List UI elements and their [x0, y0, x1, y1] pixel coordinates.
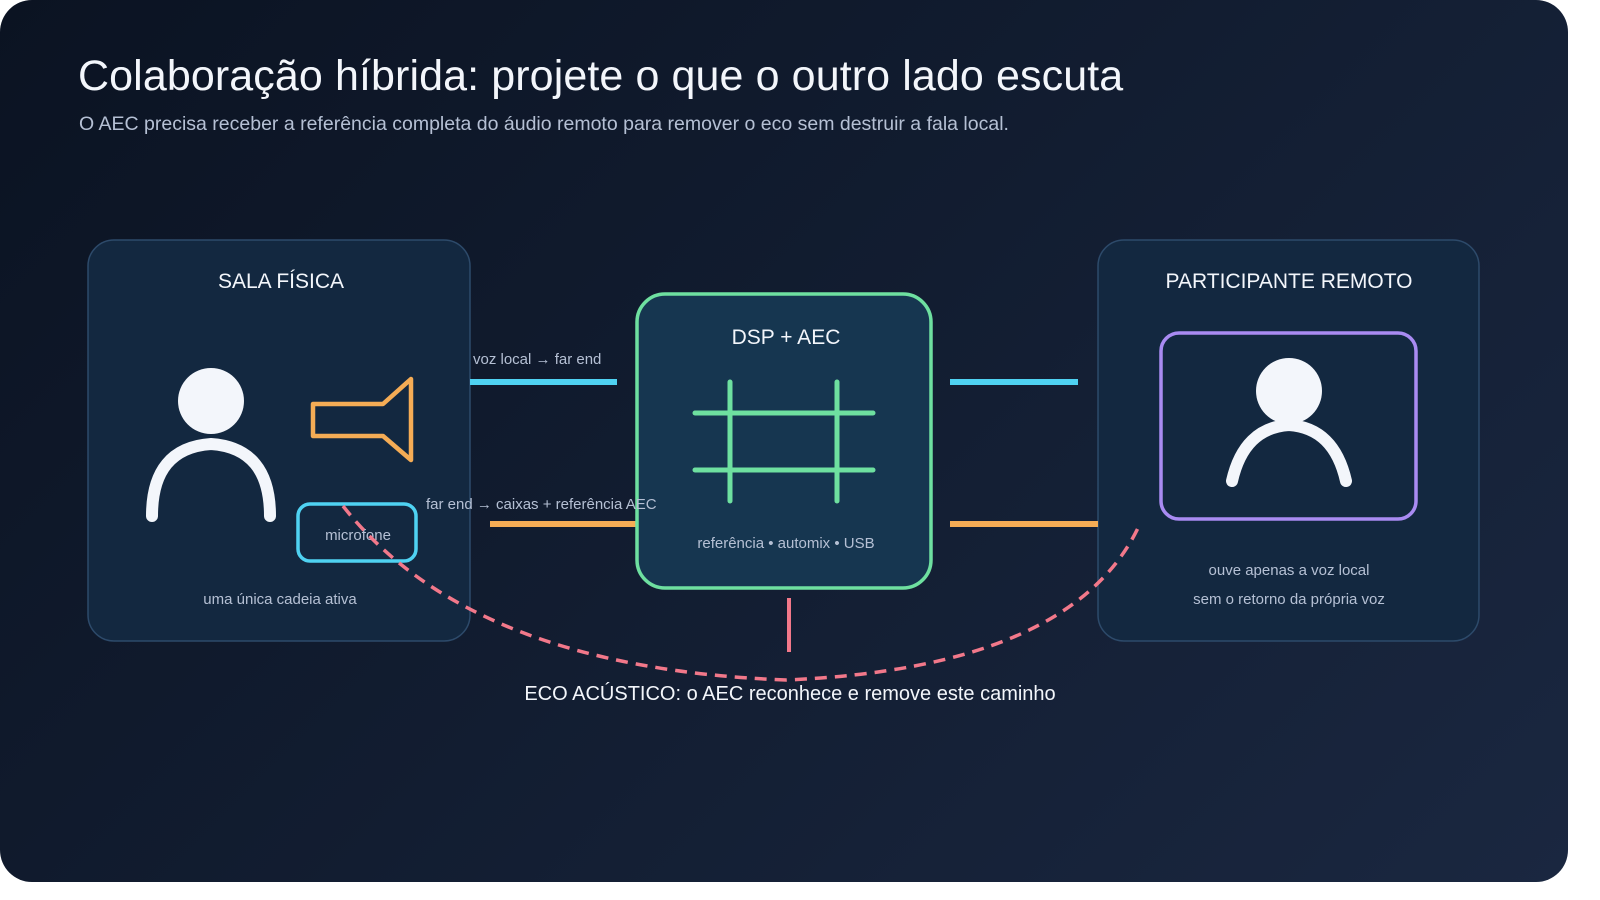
remote-caption-line1: ouve apenas a voz local — [1209, 562, 1370, 579]
person-icon — [146, 368, 276, 522]
remote-caption-line2: sem o retorno da própria voz — [1193, 591, 1385, 608]
microphone-box — [296, 502, 418, 563]
diagram-canvas: Colaboração híbrida: projete o que o out… — [0, 0, 1568, 882]
dsp-aec-box: DSP + AEC referência • automix • USB — [635, 292, 933, 590]
audio-flow-diagram: SALA FÍSICA microfone uma única cadeia a… — [87, 239, 1480, 705]
local-to-far-label: voz local → far end — [473, 351, 601, 368]
dsp-caption: referência • automix • USB — [697, 535, 874, 552]
room-caption: uma única cadeia ativa — [203, 591, 357, 608]
dsp-title: DSP + AEC — [732, 326, 841, 349]
echo-path — [341, 504, 1140, 682]
remote-title: PARTICIPANTE REMOTO — [1166, 270, 1413, 293]
page-subtitle: O AEC precisa receber a referência compl… — [79, 113, 1009, 135]
echo-label: ECO ACÚSTICO: o AEC reconhece e remove e… — [524, 682, 1055, 705]
speaker-icon — [310, 376, 414, 463]
physical-room-panel: SALA FÍSICA microfone uma única cadeia a… — [87, 239, 471, 642]
dsp-grid-icon — [692, 379, 876, 504]
remote-participant-panel: PARTICIPANTE REMOTO ouve apenas a voz lo… — [1097, 239, 1480, 642]
page-title: Colaboração híbrida: projete o que o out… — [78, 52, 1124, 100]
microphone-label: microfone — [325, 527, 391, 544]
room-title: SALA FÍSICA — [218, 270, 344, 293]
far-to-room-label: far end → caixas + referência AEC — [426, 496, 657, 513]
remote-person-icon — [1226, 358, 1352, 487]
